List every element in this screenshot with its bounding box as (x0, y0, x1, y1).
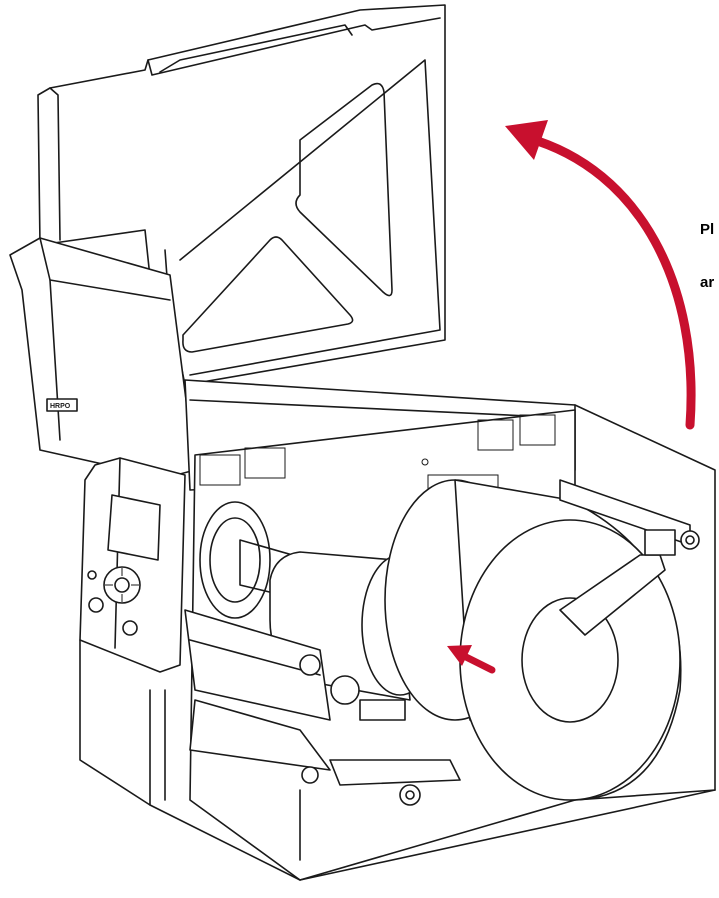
top-cover (37, 4, 446, 386)
instruction-caption-line-1: Pl (700, 221, 715, 238)
control-panel (79, 457, 186, 673)
media-roll (384, 479, 682, 801)
media-guide-arm (559, 479, 700, 636)
platen-knob (399, 784, 421, 806)
instruction-caption-line-2: ar (700, 274, 715, 291)
feed-button (122, 620, 138, 636)
front-housing: HRPO (9, 237, 196, 479)
open-direction-arrow (505, 120, 696, 430)
lcd-screen (107, 494, 161, 561)
power-button (88, 597, 104, 613)
head-lever (330, 675, 360, 705)
ribbon-core-pointer-arrow (447, 645, 496, 674)
brand-text: HRPO (50, 403, 71, 410)
arm-bracket (644, 529, 676, 556)
navigation-center-button (114, 577, 130, 593)
brand-badge (46, 398, 78, 412)
arm-knob (680, 530, 700, 550)
left-button (87, 570, 97, 580)
media-core (521, 597, 619, 723)
print-mechanism (184, 609, 461, 861)
